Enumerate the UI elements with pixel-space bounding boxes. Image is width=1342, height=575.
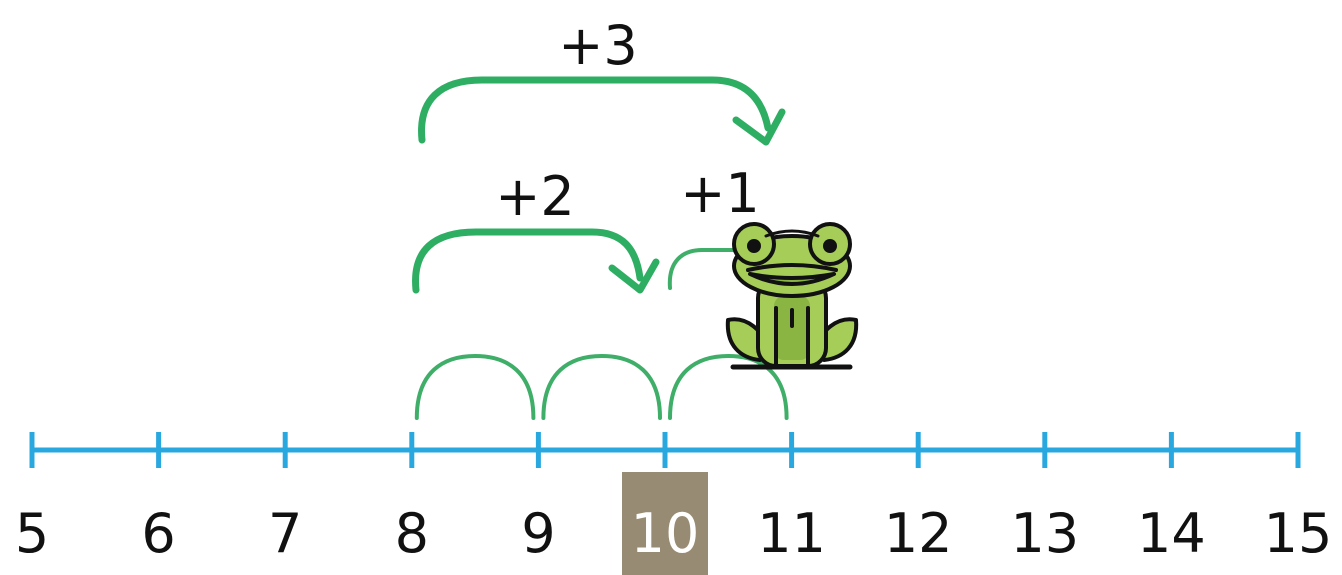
jump-label-plus-3: +3 — [558, 14, 638, 77]
tick-label: 7 — [268, 502, 302, 565]
jump-label-plus-1: +1 — [680, 162, 760, 225]
highlight-box — [622, 472, 708, 575]
tick-label: 6 — [141, 502, 175, 565]
unit-step-arc — [541, 353, 662, 420]
tick-label: 13 — [1010, 502, 1079, 565]
frog-icon — [725, 222, 859, 370]
tick-label: 5 — [15, 502, 49, 565]
tick-marks — [29, 432, 1301, 468]
jump-arc-plus-3 — [418, 76, 772, 144]
tick-labels: 5 6 7 8 9 10 11 12 13 14 15 — [15, 502, 1333, 565]
tick-label: 12 — [884, 502, 953, 565]
tick-label: 14 — [1137, 502, 1206, 565]
tick-label: 11 — [757, 502, 826, 565]
arrow-head-icon — [608, 258, 660, 294]
tick-label: 8 — [395, 502, 429, 565]
unit-step-arcs — [414, 353, 789, 420]
jump-plus-2: +2 — [412, 165, 660, 294]
jump-arc-plus-2 — [412, 228, 644, 294]
jump-arc-plus-1 — [667, 248, 744, 290]
tick-label: 10 — [631, 502, 700, 565]
jump-label-plus-2: +2 — [495, 165, 575, 228]
jump-plus-1: +1 — [667, 162, 760, 290]
tick-label: 15 — [1264, 502, 1333, 565]
unit-step-arc — [668, 353, 789, 420]
arrow-head-icon — [732, 108, 786, 146]
jump-plus-3: +3 — [418, 14, 786, 146]
unit-step-arc — [414, 353, 536, 420]
tick-label: 9 — [521, 502, 555, 565]
